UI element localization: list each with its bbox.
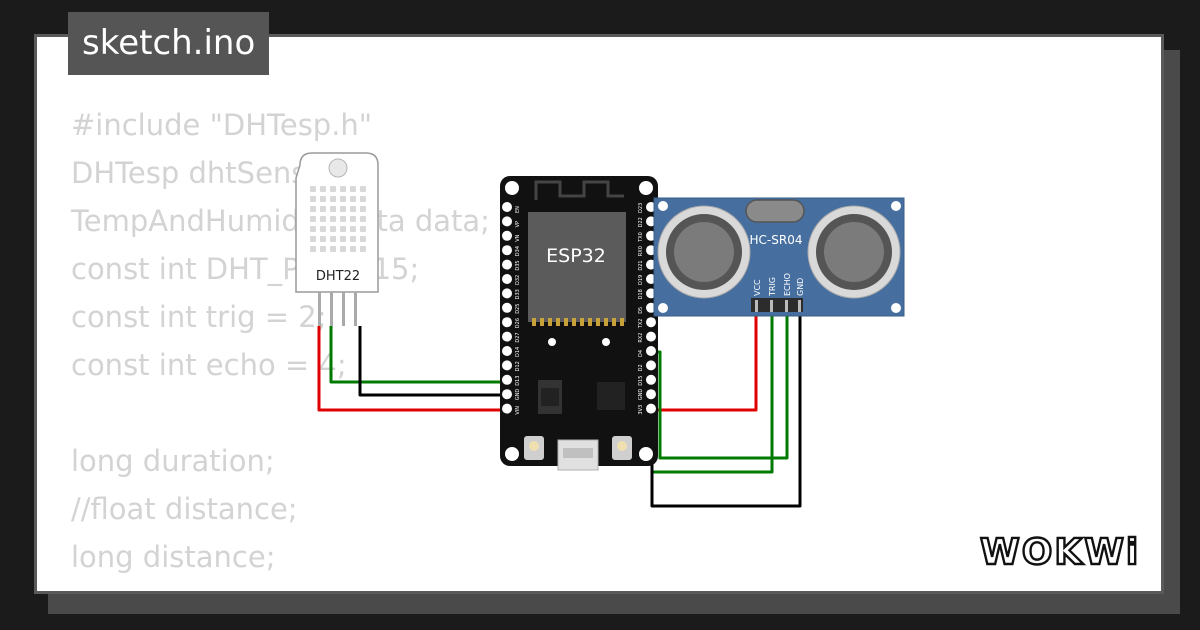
code-line: const int echo = 4; xyxy=(71,348,347,382)
esp32-pin-label: D2 xyxy=(638,364,644,371)
hcsr04-pin-label: GND xyxy=(796,278,805,296)
esp32-pin-label: D22 xyxy=(638,217,644,227)
esp32-pin-d35[interactable] xyxy=(502,259,512,270)
esp32-pin-vp[interactable] xyxy=(502,216,512,227)
esp32-pin-label: D21 xyxy=(638,260,644,270)
code-line: long duration; xyxy=(71,444,275,478)
esp32-pin-label: TX0 xyxy=(638,232,644,243)
esp32-pin-tx2[interactable] xyxy=(646,317,656,328)
esp32-pin-label: D15 xyxy=(638,376,644,386)
esp32-pin-label: D13 xyxy=(515,376,521,386)
esp32-pin-label: D25 xyxy=(515,304,521,314)
wokwi-logo: WOKWi xyxy=(978,526,1148,580)
esp32-pin-d14[interactable] xyxy=(502,346,512,356)
esp32-pin-label: D19 xyxy=(638,275,644,285)
esp32-pin-3v3[interactable] xyxy=(646,403,656,414)
esp32-module-castellations xyxy=(532,318,624,326)
wokwi-brand-text: WOKWi xyxy=(980,532,1140,573)
code-line: const int trig = 2; xyxy=(71,300,327,334)
esp32-pin-label: D14 xyxy=(515,347,521,357)
esp32-pin-label: EN xyxy=(515,206,521,213)
esp32-pin-label: TX2 xyxy=(638,319,644,330)
esp32-pin-label: VN xyxy=(515,234,521,241)
esp32-pin-label: D27 xyxy=(515,332,521,342)
esp32-pin-d12[interactable] xyxy=(502,360,512,371)
esp32-pin-label: RX0 xyxy=(638,246,644,256)
esp32-pin-label: VP xyxy=(515,221,521,227)
dht22-grille xyxy=(310,186,366,252)
esp32-pin-d25[interactable] xyxy=(502,302,512,313)
esp32-pin-label: D33 xyxy=(515,289,521,299)
esp32-pin-label: 3V3 xyxy=(638,405,644,415)
esp32-pin-en[interactable] xyxy=(502,202,512,212)
filename-tab[interactable]: sketch.ino xyxy=(68,12,270,75)
esp32-pin-gnd[interactable] xyxy=(646,389,656,400)
esp32-pin-d4[interactable] xyxy=(646,346,656,356)
dht22-label: DHT22 xyxy=(316,269,360,284)
esp32-pin-label: D26 xyxy=(515,318,521,328)
esp32-pin-label: D32 xyxy=(515,275,521,285)
esp32-pin-label: D35 xyxy=(515,260,521,270)
esp32-pin-d27[interactable] xyxy=(502,331,512,342)
esp32-label: ESP32 xyxy=(546,245,606,267)
esp32-pin-d32[interactable] xyxy=(502,274,512,284)
esp32-pin-label: RX2 xyxy=(638,333,644,343)
hcsr04-pin-labels: VCC TRIG ECHO GND xyxy=(753,273,805,297)
esp32-pin-label: D23 xyxy=(638,203,644,213)
esp32-pin-d26[interactable] xyxy=(502,317,512,328)
hcsr04-label: HC-SR04 xyxy=(750,233,803,247)
esp32-pin-d34[interactable] xyxy=(502,245,512,256)
esp32-pin-label: D18 xyxy=(638,289,644,299)
esp32-pin-label: D12 xyxy=(515,361,521,371)
hcsr04-pin-label: TRIG xyxy=(768,277,777,297)
esp32-pin-label: D5 xyxy=(638,307,644,314)
wokwi-logo-mark: WOKWi xyxy=(979,531,1140,574)
right-transducer xyxy=(807,205,901,299)
esp32-pin-rx2[interactable] xyxy=(646,331,656,342)
code-line: long distance; xyxy=(71,540,276,574)
esp32-pin-d33[interactable] xyxy=(502,288,512,299)
code-line: #include "DHTesp.h" xyxy=(71,108,373,142)
wire-green-echo xyxy=(652,312,789,460)
esp32-pin-label: D4 xyxy=(638,350,644,357)
esp32-pin-vin[interactable] xyxy=(502,403,512,414)
esp32-left-pins[interactable] xyxy=(502,202,512,414)
esp32-pin-d13[interactable] xyxy=(502,374,512,385)
esp32-pin-vn[interactable] xyxy=(502,230,512,241)
esp32-pin-d15[interactable] xyxy=(646,374,656,385)
esp32-pin-d2[interactable] xyxy=(646,360,656,371)
esp32-board[interactable]: ESP32 ENVPVND34D35D32D33D25D26D27D14D12D… xyxy=(500,176,658,471)
wire-black-dht xyxy=(358,326,510,397)
esp32-pin-label: GND xyxy=(515,389,521,401)
esp32-pin-label: GND xyxy=(638,389,644,401)
hcsr04-pin-label: ECHO xyxy=(783,273,792,296)
esp32-pin-label: D34 xyxy=(515,246,521,256)
left-transducer xyxy=(657,205,751,299)
esp32-pin-gnd[interactable] xyxy=(502,389,512,400)
wire-green-trig xyxy=(650,312,774,474)
dht22-sensor[interactable]: DHT22 xyxy=(295,152,379,326)
hcsr04-pin-label: VCC xyxy=(753,279,762,296)
code-line: //float distance; xyxy=(71,492,298,526)
hcsr04-sensor[interactable]: HC-SR04 VCC TRIG ECHO GND xyxy=(653,197,905,317)
esp32-pin-label: VIN xyxy=(515,406,521,415)
